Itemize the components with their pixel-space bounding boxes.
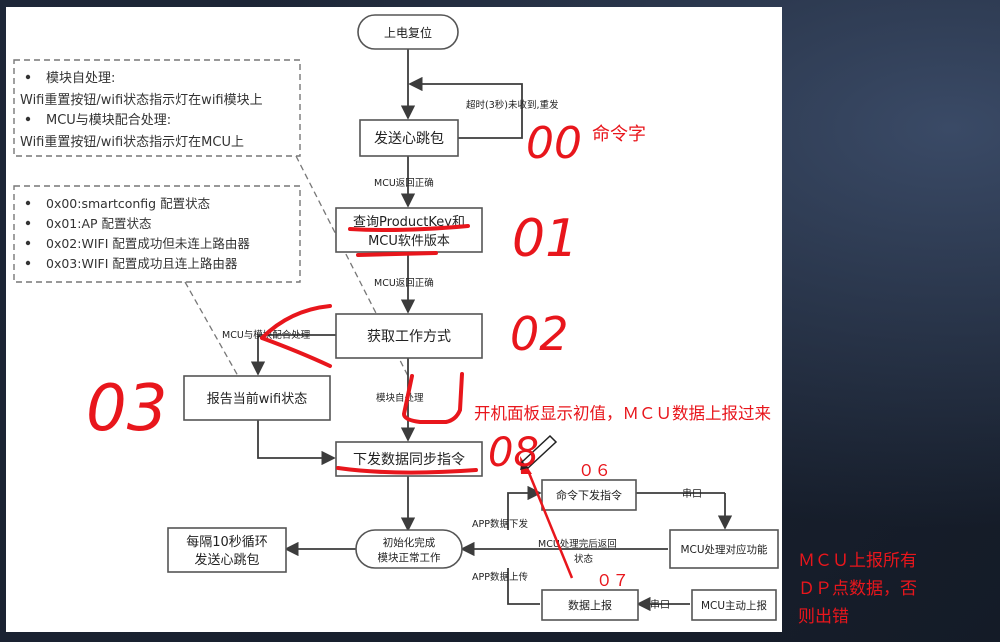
edge-label: 串口 [650,599,670,611]
pen-cursor-icon [520,434,558,470]
red-arrow [525,467,574,579]
node-label: 初始化完成 [383,536,436,549]
node-data-upload: 数据上报 [541,589,639,621]
edge-label: APP数据下发 [472,518,528,530]
node-label: 命令下发指令 [556,488,622,502]
note-box-wifi-status: 0x00:smartconfig 配置状态 0x01:AP 配置状态 0x02:… [13,185,301,283]
note-text: Wifi重置按钮/wifi状态指示灯在MCU上 [20,134,244,150]
node-label: 获取工作方式 [367,329,451,345]
cmd-00-label: 00 [526,118,582,169]
side-note-line: ＭＣＵ上报所有 [798,551,917,571]
node-label: 模块正常工作 [378,551,441,564]
node-get-work-mode: 获取工作方式 [335,313,483,359]
note-text: MCU与模块配合处理: [46,113,171,128]
cmd-08-label: 08 [488,430,539,476]
edge-label: APP数据上传 [472,571,528,583]
edge-label: MCU返回正确 [374,277,434,289]
note-text: 0x03:WIFI 配置成功且连上路由器 [46,256,238,271]
leader-line [184,281,239,377]
connectors [250,49,733,612]
cmd-word-label: 命令字 [592,124,646,145]
node-label: 下发数据同步指令 [353,452,465,468]
node-label: 每隔10秒循环 [186,534,268,550]
red-annotations: 00 命令字 01 02 03 08 开机面板显示初值，ＭＣＵ数据上报过来 ０６… [86,118,917,627]
timeout-label: 超时(3秒)未收到,重发 [466,99,559,111]
node-label: MCU处理对应功能 [680,543,768,556]
node-label: 查询ProductKey和 [353,215,465,230]
side-note-line: ＤＰ点数据，否 [798,579,917,599]
node-label: MCU软件版本 [368,234,450,249]
cmd-07-label: ０７ [596,571,629,590]
note-text: 0x01:AP 配置状态 [46,216,152,231]
note-box-wifi-handling: 模块自处理: Wifi重置按钮/wifi状态指示灯在wifi模块上 MCU与模块… [13,59,301,157]
note-text: Wifi重置按钮/wifi状态指示灯在wifi模块上 [20,92,263,108]
node-label: 数据上报 [568,598,612,612]
node-init-complete: 初始化完成 模块正常工作 [355,529,463,569]
cmd-06-label: ０６ [578,461,611,480]
node-power-reset: 上电复位 [357,14,459,50]
node-mcu-process: MCU处理对应功能 [669,529,779,569]
cmd-02-label: 02 [510,307,569,361]
node-label: 上电复位 [384,25,432,40]
note-text: 模块自处理: [46,71,115,86]
node-heartbeat-loop: 每隔10秒循环 发送心跳包 [167,527,287,573]
node-report-wifi: 报告当前wifi状态 [183,375,331,421]
node-label: MCU主动上报 [701,599,768,612]
edge-label: 状态 [574,553,594,565]
note-text: 0x00:smartconfig 配置状态 [46,196,210,211]
node-cmd-send: 命令下发指令 [541,479,637,511]
node-heartbeat: 发送心跳包 [359,119,459,157]
red-strokes [260,224,478,475]
edge-label: 模块自处理 [376,392,424,404]
note-text: 0x02:WIFI 配置成功但未连上路由器 [46,236,250,251]
boot-note-label: 开机面板显示初值，ＭＣＵ数据上报过来 [474,404,771,423]
side-note-line: 则出错 [798,607,849,627]
edge-label: MCU返回正确 [374,177,434,189]
edge-label: MCU处理完后返回 [538,538,617,550]
cmd-03-label: 03 [86,372,167,446]
node-label: 报告当前wifi状态 [207,391,307,407]
cmd-01-label: 01 [512,209,578,269]
node-label: 发送心跳包 [374,131,444,147]
edge-label: 串口 [682,488,702,500]
node-mcu-active-report: MCU主动上报 [691,589,777,621]
node-label: 发送心跳包 [194,552,259,568]
